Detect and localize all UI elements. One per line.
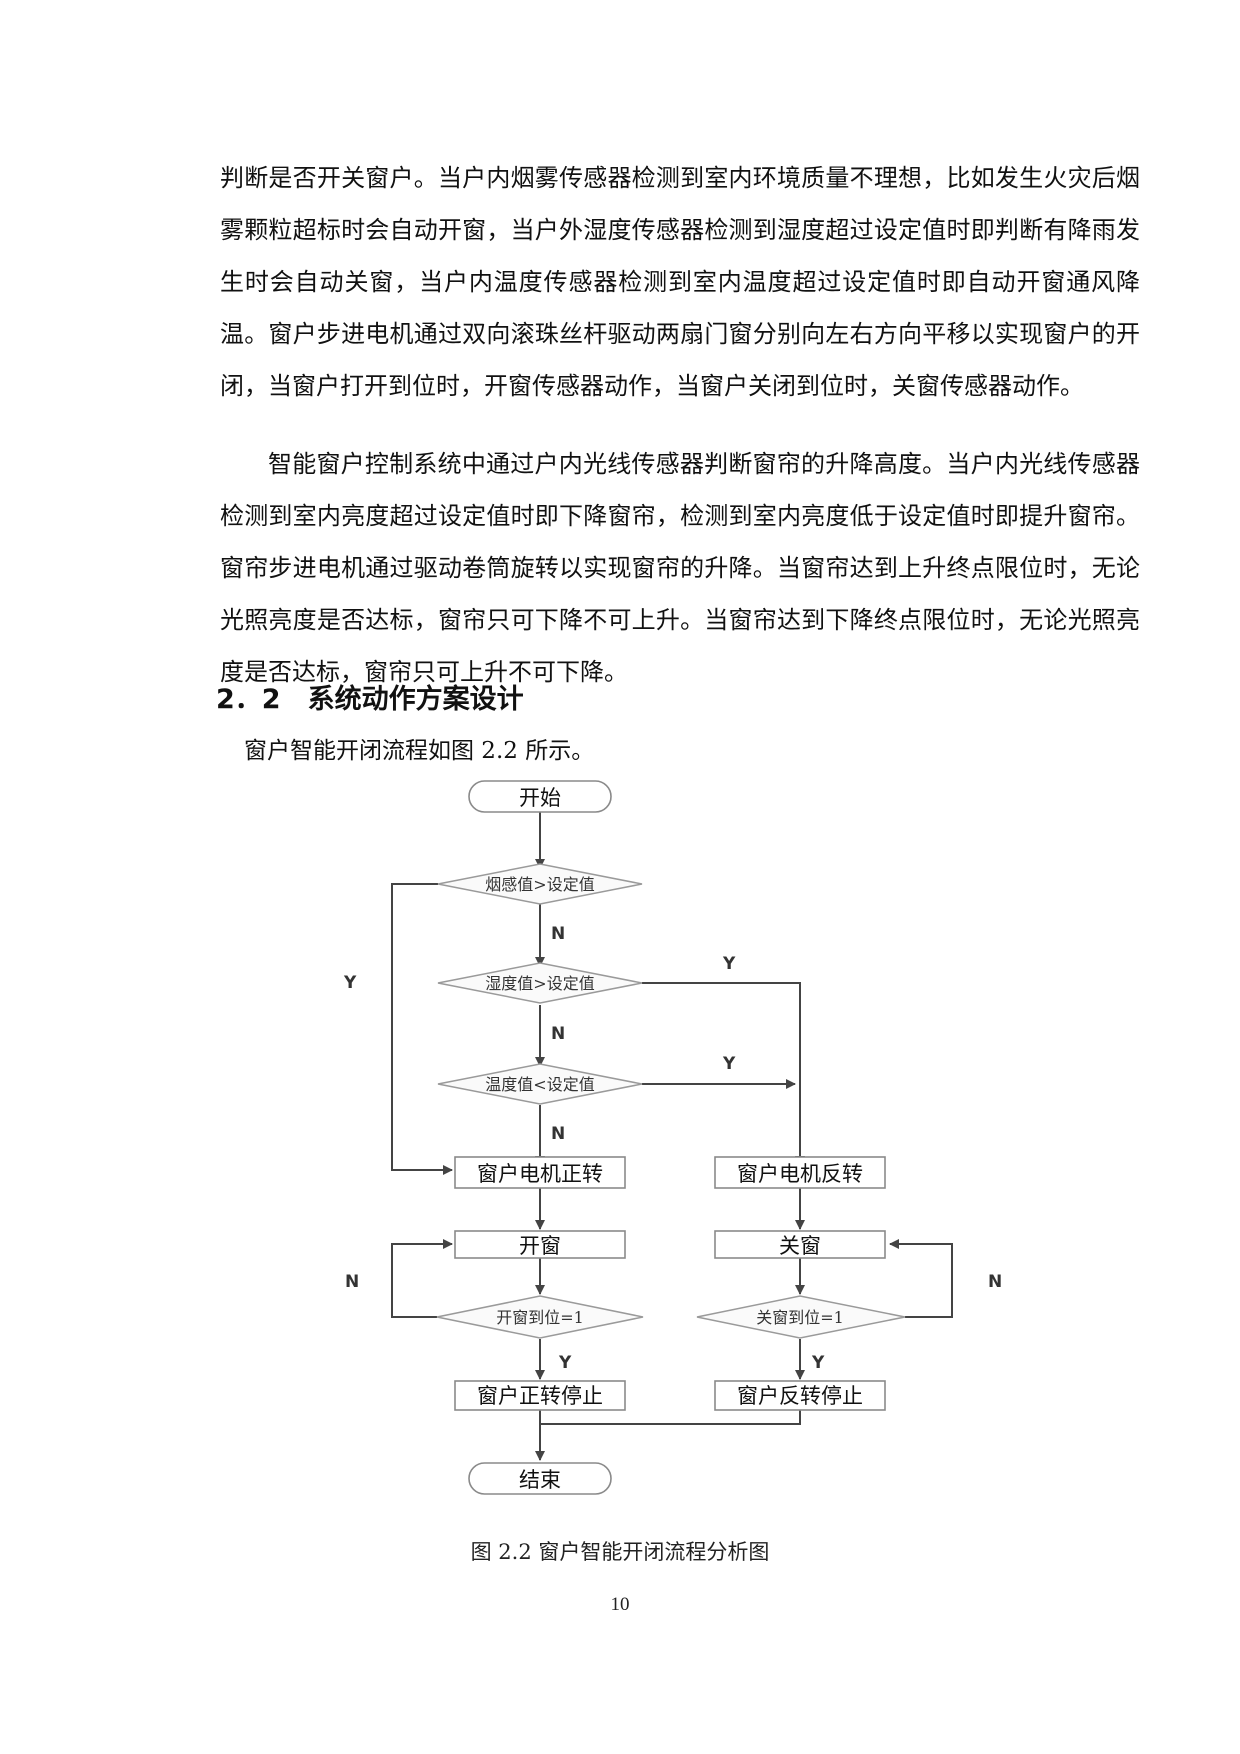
flowchart-start: 开始 (468, 780, 612, 813)
branch-label-y: Y (343, 973, 357, 993)
flowchart-connectors (391, 812, 953, 1461)
flowchart-start-label: 开始 (519, 786, 561, 810)
flowchart-close-position-decision: 关窗到位=1 (696, 1295, 906, 1339)
flowchart-close-window: 关窗 (714, 1230, 886, 1259)
flowchart-open-window: 开窗 (454, 1230, 626, 1259)
flowchart-motor-forward: 窗户电机正转 (454, 1156, 626, 1189)
branch-label-y: Y (558, 1353, 572, 1373)
flowchart-smoke-decision: 烟感值>设定值 (437, 863, 643, 905)
stop-reverse-label: 窗户反转停止 (737, 1384, 863, 1408)
flowchart-end: 结束 (468, 1462, 612, 1495)
smoke-check-label: 烟感值>设定值 (485, 875, 594, 894)
open-window-label: 开窗 (519, 1234, 561, 1258)
body-paragraph-1: 判断是否开关窗户。当户内烟雾传感器检测到室内环境质量不理想，比如发生火灾后烟雾颗… (220, 164, 1140, 400)
branch-label-n: N (551, 924, 565, 944)
close-check-label: 关窗到位=1 (756, 1308, 844, 1327)
flowchart-open-position-decision: 开窗到位=1 (436, 1295, 644, 1339)
figure-caption: 图 2.2 窗户智能开闭流程分析图 (470, 1540, 770, 1564)
branch-label-n: N (988, 1272, 1002, 1292)
branch-label-n: N (551, 1124, 565, 1144)
flowchart-temperature-decision: 温度值<设定值 (437, 1063, 643, 1105)
branch-label-n: N (345, 1272, 359, 1292)
flowchart-end-label: 结束 (519, 1468, 561, 1492)
branch-label-y: Y (811, 1353, 825, 1373)
section-heading: 2．2 系统动作方案设计 (216, 684, 524, 715)
humidity-check-label: 湿度值>设定值 (485, 974, 594, 993)
temp-check-label: 温度值<设定值 (485, 1075, 594, 1094)
flowchart-stop-reverse: 窗户反转停止 (714, 1380, 886, 1411)
branch-label-y: Y (722, 1054, 736, 1074)
branch-label-n: N (551, 1024, 565, 1044)
flowchart-motor-reverse: 窗户电机反转 (714, 1156, 886, 1189)
close-window-label: 关窗 (779, 1234, 821, 1258)
flowchart-humidity-decision: 湿度值>设定值 (437, 962, 643, 1004)
open-check-label: 开窗到位=1 (496, 1308, 584, 1327)
figure-intro-text: 窗户智能开闭流程如图 2.2 所示。 (244, 738, 595, 764)
flowchart-stop-forward: 窗户正转停止 (454, 1380, 626, 1411)
body-paragraph-2: 智能窗户控制系统中通过户内光线传感器判断窗帘的升降高度。当户内光线传感器检测到室… (220, 450, 1140, 686)
motor-reverse-label: 窗户电机反转 (737, 1162, 863, 1186)
page-number: 10 (610, 1594, 630, 1615)
stop-forward-label: 窗户正转停止 (477, 1384, 603, 1408)
motor-forward-label: 窗户电机正转 (477, 1162, 603, 1186)
branch-label-y: Y (722, 954, 736, 974)
